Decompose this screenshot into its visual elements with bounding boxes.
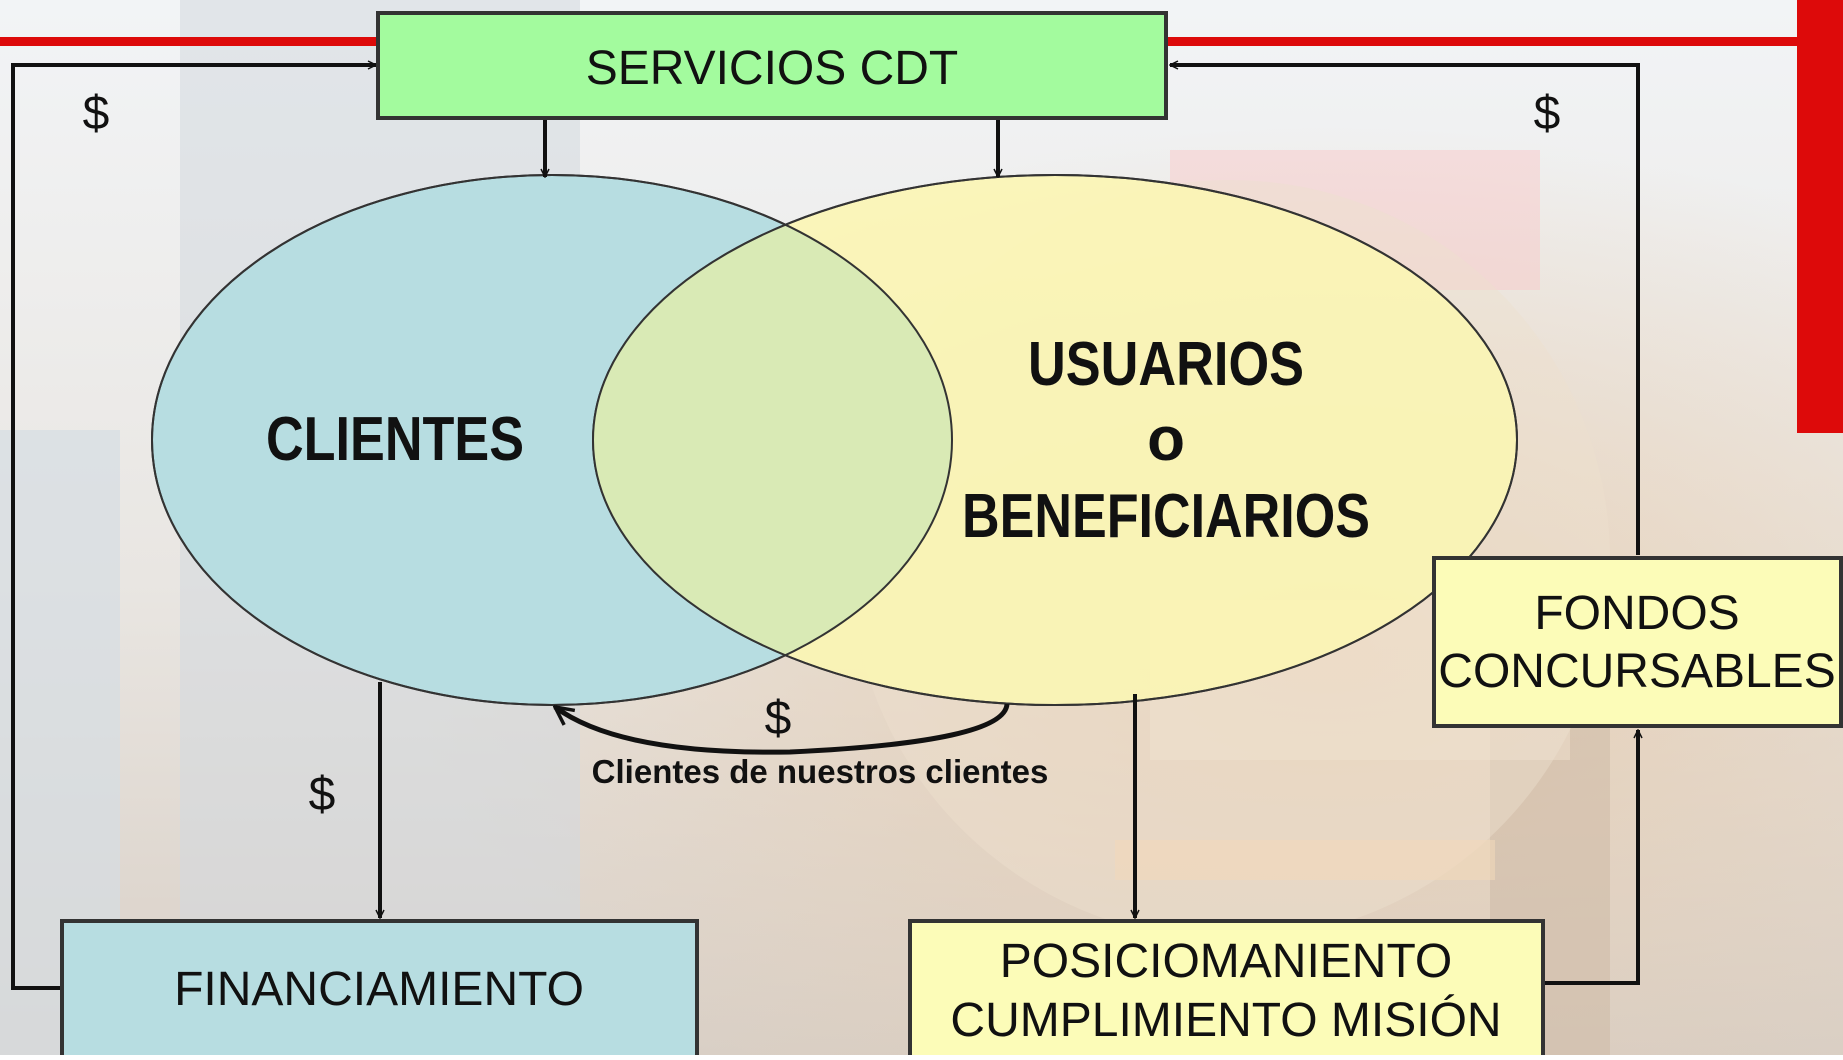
fondos-label-line2: CONCURSABLES <box>1438 645 1835 698</box>
clients-of-clients-label: Clientes de nuestros clientes <box>592 753 1049 790</box>
posicionamiento-label-line2: CUMPLIMIENTO MISIÓN <box>950 993 1501 1047</box>
clientes-label: CLIENTES <box>266 405 524 474</box>
money-symbol-left: $ <box>83 87 110 140</box>
posicionamiento-label-line1: POSICIOMANIENTO <box>1000 935 1453 988</box>
red-accent-line-left <box>0 37 380 46</box>
red-accent-bar <box>1797 0 1843 433</box>
money-symbol-clients-of-clients: $ <box>765 692 792 745</box>
overlap-region <box>593 175 952 705</box>
fondos-box: FONDOS CONCURSABLES <box>1432 556 1843 728</box>
usuarios-label-line2: o <box>1147 405 1185 474</box>
fondos-label-line1: FONDOS <box>1534 587 1739 640</box>
money-symbol-financiamiento: $ <box>309 768 336 821</box>
connectors <box>11 65 1640 990</box>
red-accent-line-right <box>1165 37 1805 46</box>
servicios-box: SERVICIOS CDT <box>376 11 1168 120</box>
red-accent-decoration <box>0 0 1843 433</box>
arrow-fondos-to-servicios <box>1170 65 1640 555</box>
servicios-label: SERVICIOS CDT <box>586 42 959 95</box>
arrow-clients-of-clients <box>555 703 1010 755</box>
financiamiento-label: FINANCIAMIENTO <box>174 963 584 1016</box>
arrow-financiamiento-to-servicios <box>11 65 376 990</box>
venn-diagram <box>151 174 1518 706</box>
usuarios-label-line3: BENEFICIARIOS <box>962 482 1370 551</box>
usuarios-label-line1: USUARIOS <box>1028 330 1304 399</box>
financiamiento-box: FINANCIAMIENTO <box>60 919 699 1060</box>
money-symbol-right: $ <box>1534 87 1561 140</box>
arrow-posicionamiento-to-fondos <box>1543 730 1638 985</box>
posicionamiento-box: POSICIOMANIENTO CUMPLIMIENTO MISIÓN <box>908 919 1545 1060</box>
